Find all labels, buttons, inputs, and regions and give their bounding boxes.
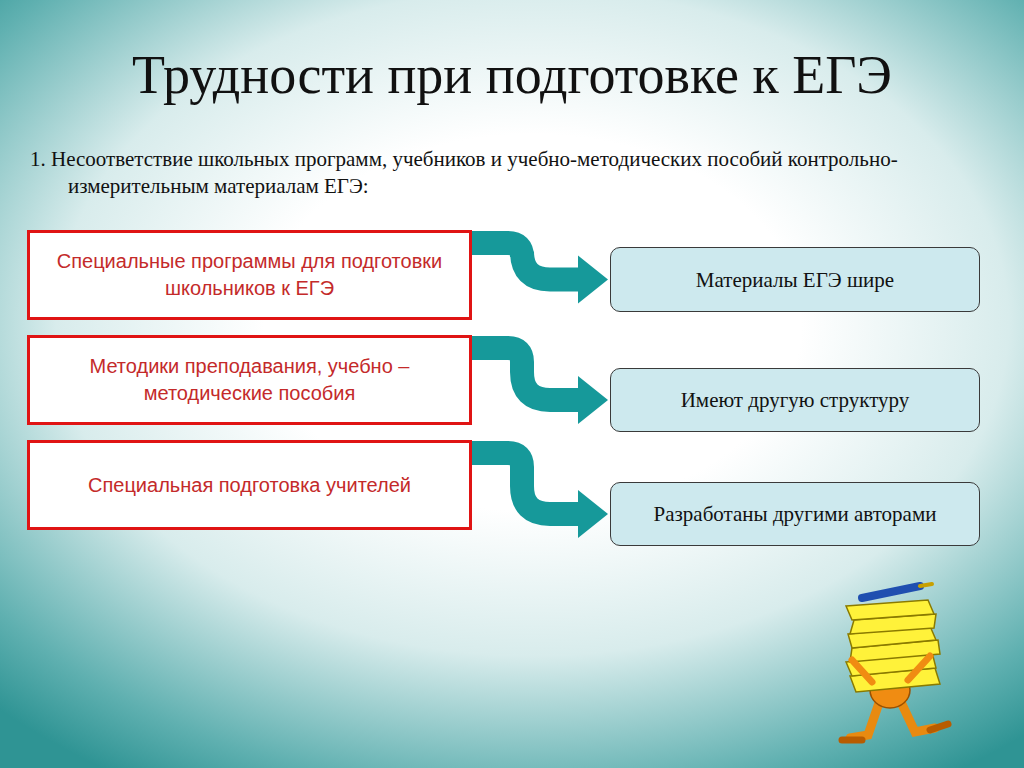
problem-box: Разработаны другими авторами — [610, 482, 980, 546]
solution-box: Специальная подготовка учителей — [27, 440, 472, 530]
arrow-body — [472, 453, 582, 514]
arrow-head — [578, 490, 608, 538]
problem-box: Имеют другую структуру — [610, 368, 980, 432]
solution-box: Специальные программы для подготовки шко… — [27, 230, 472, 320]
arrow-body — [472, 243, 582, 280]
arrow-head — [578, 376, 608, 424]
slide-title: Трудности при подготовке к ЕГЭ — [0, 44, 1024, 106]
paper-carrier-figure — [842, 584, 948, 740]
box-text: Разработаны другими авторами — [654, 501, 937, 527]
arrow-head — [578, 256, 608, 304]
box-text: Методики преподавания, учебно – методиче… — [44, 353, 455, 407]
curved-arrow — [472, 348, 608, 424]
curved-arrow — [472, 243, 608, 304]
subtitle-note: 1. Несоответствие школьных программ, уче… — [30, 146, 990, 200]
solution-box: Методики преподавания, учебно – методиче… — [27, 335, 472, 425]
box-text: Материалы ЕГЭ шире — [696, 267, 894, 293]
problem-box: Материалы ЕГЭ шире — [610, 247, 980, 312]
box-text: Имеют другую структуру — [681, 387, 910, 413]
box-text: Специальная подготовка учителей — [88, 472, 411, 499]
arrow-body — [472, 348, 582, 400]
curved-arrow — [472, 453, 608, 538]
box-text: Специальные программы для подготовки шко… — [44, 248, 455, 302]
